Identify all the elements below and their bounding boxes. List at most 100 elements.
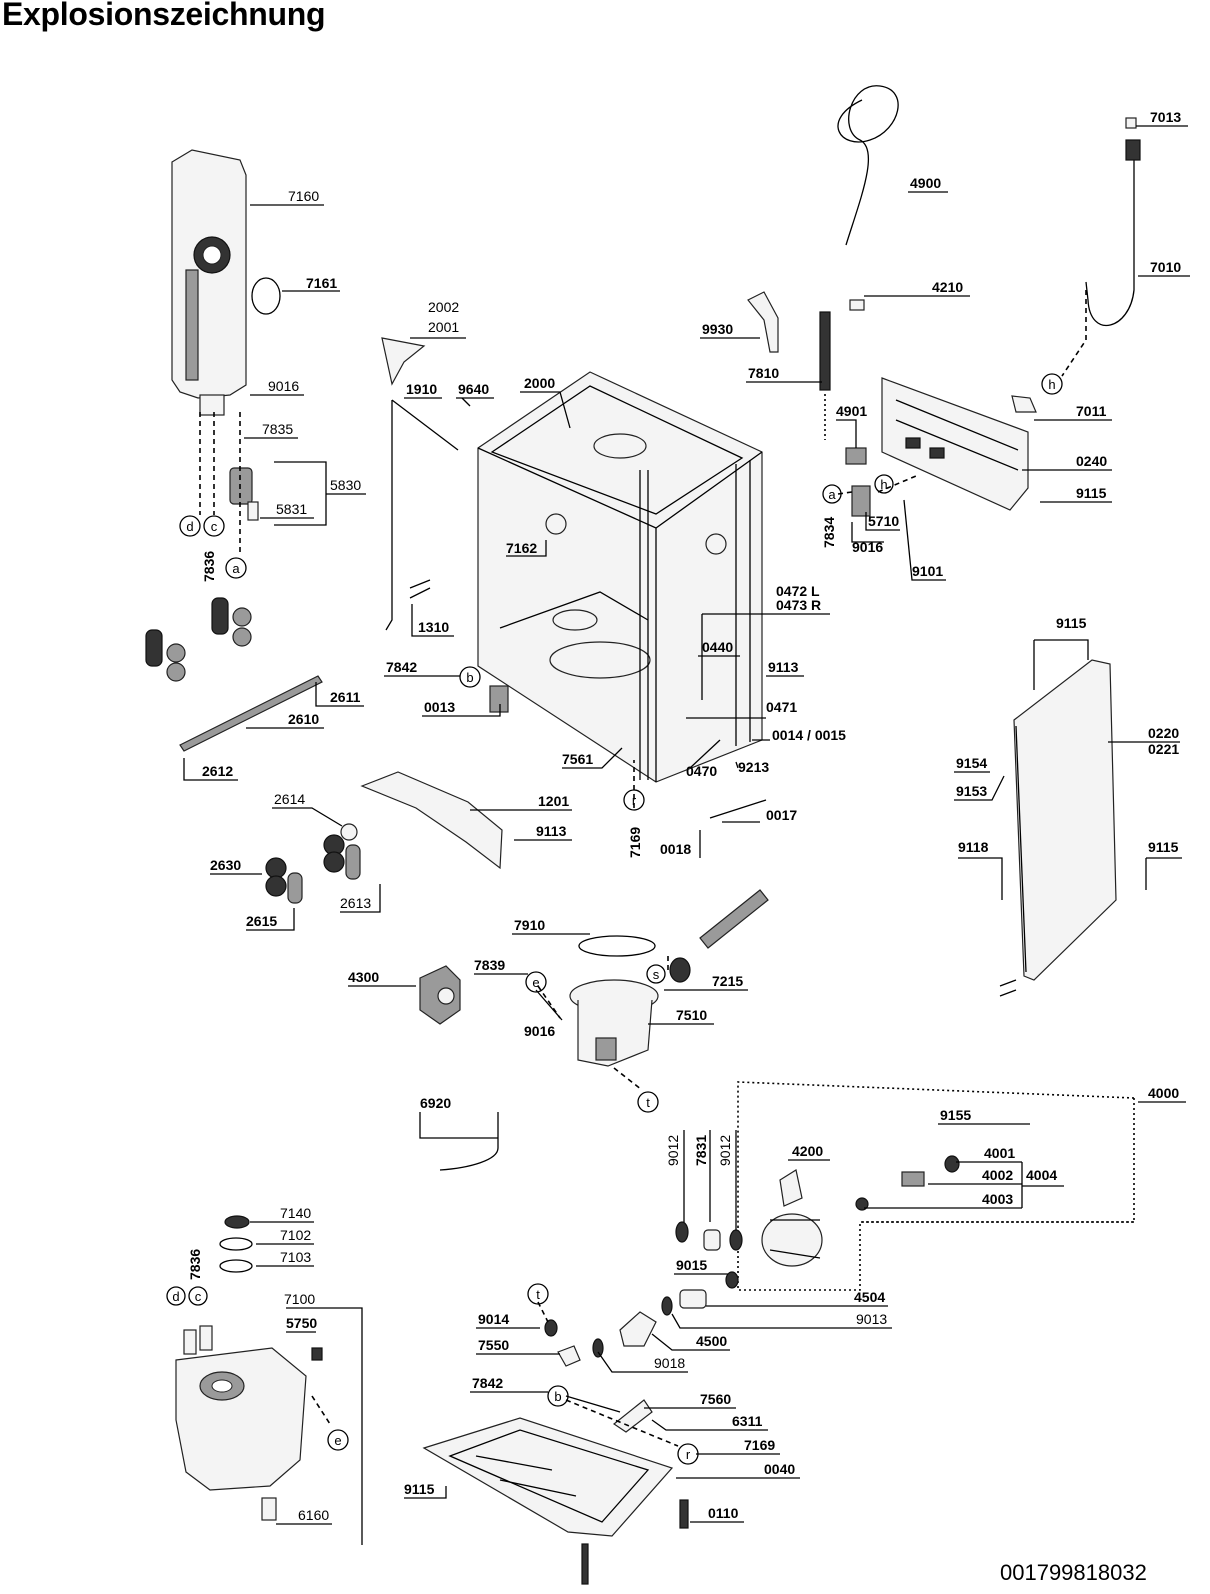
connector-r: r xyxy=(632,793,637,808)
label-7215: 7215 xyxy=(712,973,743,989)
group-4000 xyxy=(737,1081,1135,1291)
label-9016: 9016 xyxy=(852,539,883,555)
label-7839: 7839 xyxy=(474,957,505,973)
label-9115: 9115 xyxy=(1056,615,1087,631)
label-7836: 7836 xyxy=(201,551,217,582)
cover-1201 xyxy=(360,771,503,870)
label-7550: 7550 xyxy=(478,1337,509,1353)
valve-5830 xyxy=(229,467,259,521)
label-2611: 2611 xyxy=(330,689,361,705)
part-4210 xyxy=(849,299,865,311)
label-9930: 9930 xyxy=(702,321,733,337)
label-7834: 7834 xyxy=(821,517,837,548)
connector-r: r xyxy=(686,1447,691,1462)
label-2630: 2630 xyxy=(210,857,241,873)
label-0017: 0017 xyxy=(766,807,797,823)
label-9155: 9155 xyxy=(940,1107,971,1123)
label-9213: 9213 xyxy=(738,759,769,775)
label-7160: 7160 xyxy=(288,188,319,204)
label-0013: 0013 xyxy=(424,699,455,715)
label-9015: 9015 xyxy=(676,1257,707,1273)
label-4900: 4900 xyxy=(910,175,941,191)
label-9154: 9154 xyxy=(956,755,987,771)
label-7010: 7010 xyxy=(1150,259,1181,275)
label-0014: 0014 / 0015 xyxy=(772,727,846,743)
bracket-9930 xyxy=(747,291,779,353)
connector-h: h xyxy=(880,477,887,492)
label-4500: 4500 xyxy=(696,1333,727,1349)
label-2002: 2002 xyxy=(428,299,459,315)
label-7810: 7810 xyxy=(748,365,779,381)
water-softener-7160 xyxy=(171,149,247,416)
label-9153: 9153 xyxy=(956,783,987,799)
connector-b: b xyxy=(554,1389,561,1404)
base-0040 xyxy=(422,1417,674,1537)
connector-c: c xyxy=(195,1289,202,1304)
label-9012: 9012 xyxy=(665,1135,681,1166)
label-0018: 0018 xyxy=(660,841,691,857)
label-0471: 0471 xyxy=(766,699,797,715)
page-title: Explosionszeichnung xyxy=(2,0,326,32)
label-7162: 7162 xyxy=(506,540,537,556)
label-7842: 7842 xyxy=(386,659,417,675)
label-7169: 7169 xyxy=(627,827,643,858)
connector-h: h xyxy=(1048,377,1055,392)
label-0220: 0220 xyxy=(1148,725,1179,741)
o-ring-7161 xyxy=(251,277,281,315)
label-7140: 7140 xyxy=(280,1205,311,1221)
bracket-2001 xyxy=(381,337,426,386)
label-0473: 0473 R xyxy=(776,597,821,613)
label-7013: 7013 xyxy=(1150,109,1181,125)
leader-lines xyxy=(183,125,1190,1545)
label-2000: 2000 xyxy=(524,375,555,391)
label-7161: 7161 xyxy=(306,275,337,291)
label-7103: 7103 xyxy=(280,1249,311,1265)
label-1910: 1910 xyxy=(406,381,437,397)
hose-7810 xyxy=(819,311,831,391)
connector-t: t xyxy=(646,1095,650,1110)
label-7910: 7910 xyxy=(514,917,545,933)
label-9113: 9113 xyxy=(536,823,567,839)
hose-7215 xyxy=(699,889,769,949)
label-9118: 9118 xyxy=(958,839,989,855)
label-2610: 2610 xyxy=(288,711,319,727)
cable-7010 xyxy=(1085,142,1135,327)
label-7510: 7510 xyxy=(676,1007,707,1023)
label-6311: 6311 xyxy=(732,1413,763,1429)
label-0110: 0110 xyxy=(708,1505,739,1521)
label-7842: 7842 xyxy=(472,1375,503,1391)
label-4200: 4200 xyxy=(792,1143,823,1159)
label-7835: 7835 xyxy=(262,421,293,437)
label-7100: 7100 xyxy=(284,1291,315,1307)
label-6160: 6160 xyxy=(298,1507,329,1523)
label-4210: 4210 xyxy=(932,279,963,295)
label-0440: 0440 xyxy=(702,639,733,655)
label-7831: 7831 xyxy=(693,1135,709,1166)
document-number: 001799818032 xyxy=(1000,1560,1147,1585)
cable-4900 xyxy=(837,85,899,246)
label-9113: 9113 xyxy=(768,659,799,675)
label-6920: 6920 xyxy=(420,1095,451,1111)
label-7011: 7011 xyxy=(1076,403,1107,419)
rail-2610 xyxy=(179,675,323,752)
motor-assembly xyxy=(761,1169,823,1267)
label-7169: 7169 xyxy=(744,1437,775,1453)
connector-e: e xyxy=(334,1433,341,1448)
connector-a: a xyxy=(232,561,240,576)
pump-4300 xyxy=(419,965,461,1025)
seal-cluster-left xyxy=(145,597,252,682)
label-7561: 7561 xyxy=(562,751,593,767)
label-4001: 4001 xyxy=(984,1145,1015,1161)
label-1201: 1201 xyxy=(538,793,569,809)
part-4500 xyxy=(619,1311,657,1347)
label-5830: 5830 xyxy=(330,477,361,493)
sump-7510 xyxy=(569,979,659,1067)
label-0470: 0470 xyxy=(686,763,717,779)
label-4000: 4000 xyxy=(1148,1085,1179,1101)
label-5710: 5710 xyxy=(868,513,899,529)
label-4002: 4002 xyxy=(982,1167,1013,1183)
label-1310: 1310 xyxy=(418,619,449,635)
connector-t: t xyxy=(536,1287,540,1302)
label-7102: 7102 xyxy=(280,1227,311,1243)
label-9115: 9115 xyxy=(1076,485,1107,501)
